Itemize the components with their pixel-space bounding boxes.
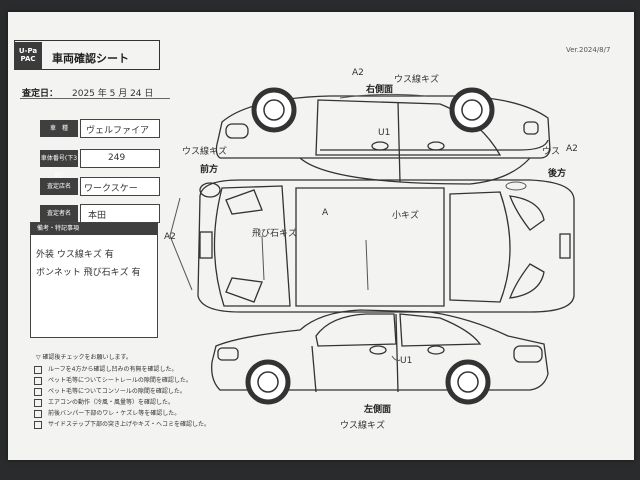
annotation: A2 [352,68,364,78]
checkbox[interactable] [34,376,42,385]
checklist-item[interactable]: ペット毛等についてシートレールの隙間を確認した。 [34,375,192,385]
checklist-item[interactable]: サイドステップ下部の突き上げやキズ・ヘコミを確認した。 [34,419,210,429]
checkbox[interactable] [34,409,42,418]
annotation: ウス線キズ [182,147,228,157]
checklist-item[interactable]: エアコンの動作（冷風・風量等）を確認した。 [34,397,174,407]
annotation: A [322,208,329,218]
annotation: U1 [378,128,391,138]
field-label-inspector: 査定者名 [40,205,78,222]
date-underline [20,98,170,99]
date-value: 2025 年 5 月 24 日 [72,89,154,99]
field-box-model [80,119,160,138]
field-label-chassis: 車体番号(下3桁) [40,150,78,179]
date-label: 査定日： [22,89,59,99]
checkbox[interactable] [34,398,42,407]
field-value-inspector: 本田 [88,211,107,221]
annotation: U1 [400,356,413,366]
checkbox[interactable] [34,365,42,374]
notes-heading: 備考・特記事項 [31,223,157,235]
checkbox[interactable] [34,387,42,396]
sheet-title: 車両確認シート [52,52,129,65]
annotation: ウス線キズ [394,75,440,85]
field-value-chassis: 249 [108,153,126,163]
annotation: A2 [164,232,176,242]
checklist-item[interactable]: ルーフを4方から確認し凹みの有無を確認した。 [34,364,177,374]
annotation: ウス線キズ [340,421,386,431]
notes-box [30,222,158,338]
checklist-intro: ▽ 確認後チェックをお願いします。 [36,354,132,361]
right-side-label: 右側面 [366,85,394,95]
field-label-model: 車 種 [40,120,78,137]
field-box-shop [80,177,160,196]
annotation: ウス [542,147,561,157]
note-line-1: 外装 ウス線キズ 有 [36,250,114,260]
field-value-shop: ワークスケー [84,184,138,194]
checklist-item[interactable]: ペット毛等についてコンソールの隙間を確認した。 [34,386,186,396]
annotation: A2 [566,144,578,154]
field-label-shop: 査定店名 [40,178,78,195]
annotation: 飛び石キズ [252,229,298,239]
version-text: Ver.2024/8/7 [566,46,611,54]
annotation: 小キズ [392,211,420,221]
note-line-2: ボンネット 飛び石キズ 有 [36,268,141,278]
rear-label: 後方 [548,169,567,179]
checklist-item[interactable]: 前後バンパー下部のワレ・ケズレ等を確認した。 [34,408,180,418]
front-label: 前方 [200,165,219,175]
checkbox[interactable] [34,420,42,429]
field-value-model: ヴェルファイア [86,126,150,136]
field-box-chassis [80,149,160,168]
left-side-label: 左側面 [364,405,392,415]
